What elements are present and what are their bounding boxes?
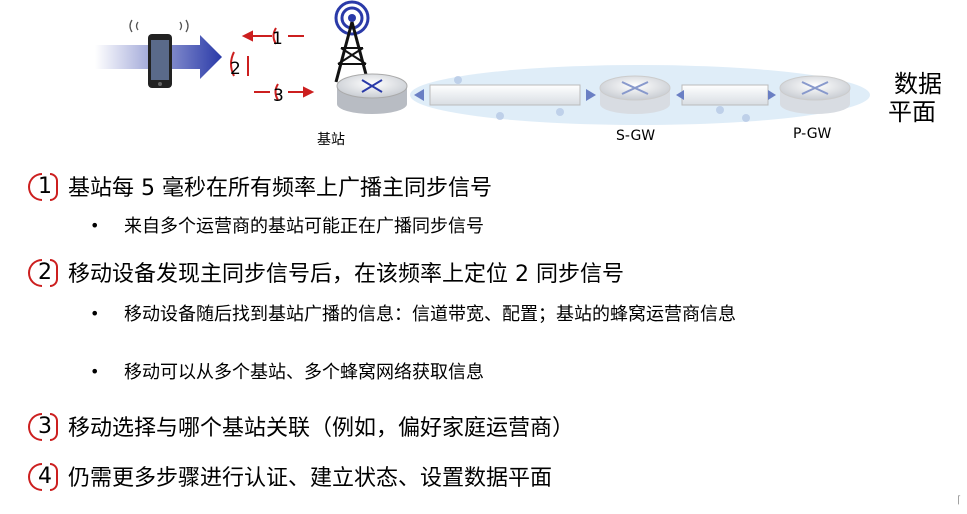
step-3: 3 移动选择与哪个基站关联（例如，偏好家庭运营商） [28,410,574,442]
step-text: 基站每 5 毫秒在所有频率上广播主同步信号 [68,176,492,201]
phone-icon [148,34,172,88]
phone-wave-icon [129,19,189,33]
bullet-text: 移动设备随后找到基站广播的信息：信道带宽、配置；基站的蜂窝运营商信息 [124,304,736,325]
step-number: 1 [38,174,52,199]
bullet-dot-icon: • [90,215,100,235]
arrow-3-paren [274,83,279,101]
step-number: 4 [38,464,52,489]
step-1-bullet-1: • 来自多个运营商的基站可能正在广播同步信号 [90,212,484,238]
network-node-icons [454,76,750,122]
base-station-label: 基站 [317,132,345,148]
step-number: 3 [38,414,52,439]
base-station-router-icon [336,73,408,114]
arrow-2-number: 2 [230,59,241,79]
pgw-label: P-GW [793,126,832,142]
link-pipe-1 [414,84,596,106]
sgw-router-icon [599,75,671,114]
bullet-dot-icon: • [90,303,100,323]
step-number: 2 [38,260,52,285]
step-number-badge: 1 [28,171,64,201]
arrow-3 [254,86,315,98]
bullet-dot-icon: • [90,361,100,381]
arrow-2-paren [230,51,235,77]
corner-mark: ⌈ [957,495,961,506]
step-number-badge: 2 [28,257,64,287]
data-plane-label-line2: 平面 [888,98,936,126]
network-diagram: 1 2 3 [95,0,870,125]
step-2: 2 移动设备发现主同步信号后，在该频率上定位 2 同步信号 [28,256,624,288]
cell-tower-icon [334,0,370,83]
step-number-badge: 3 [28,411,64,441]
step-text: 移动选择与哪个基站关联（例如，偏好家庭运营商） [68,416,575,441]
pgw-router-icon [779,75,851,114]
step-number-badge: 4 [28,461,64,491]
arrow-1-paren [272,27,277,45]
link-pipe-2 [676,84,776,106]
data-plane-label-line1: 数据 [894,70,942,98]
sgw-label: S-GW [616,128,656,144]
arrow-1-number: 1 [272,29,283,49]
arrow-1 [241,30,304,42]
step-text: 移动设备发现主同步信号后，在该频率上定位 2 同步信号 [68,262,624,287]
step-4: 4 仍需更多步骤进行认证、建立状态、设置数据平面 [28,460,552,492]
step-text: 仍需更多步骤进行认证、建立状态、设置数据平面 [68,466,553,491]
step-2-bullet-1: • 移动设备随后找到基站广播的信息：信道带宽、配置；基站的蜂窝运营商信息 [90,300,736,326]
bullet-text: 移动可以从多个基站、多个蜂窝网络获取信息 [124,362,484,383]
step-2-bullet-2: • 移动可以从多个基站、多个蜂窝网络获取信息 [90,358,484,384]
step-1: 1 基站每 5 毫秒在所有频率上广播主同步信号 [28,170,492,202]
bullet-text: 来自多个运营商的基站可能正在广播同步信号 [124,216,484,237]
arrow-3-number: 3 [273,86,284,106]
